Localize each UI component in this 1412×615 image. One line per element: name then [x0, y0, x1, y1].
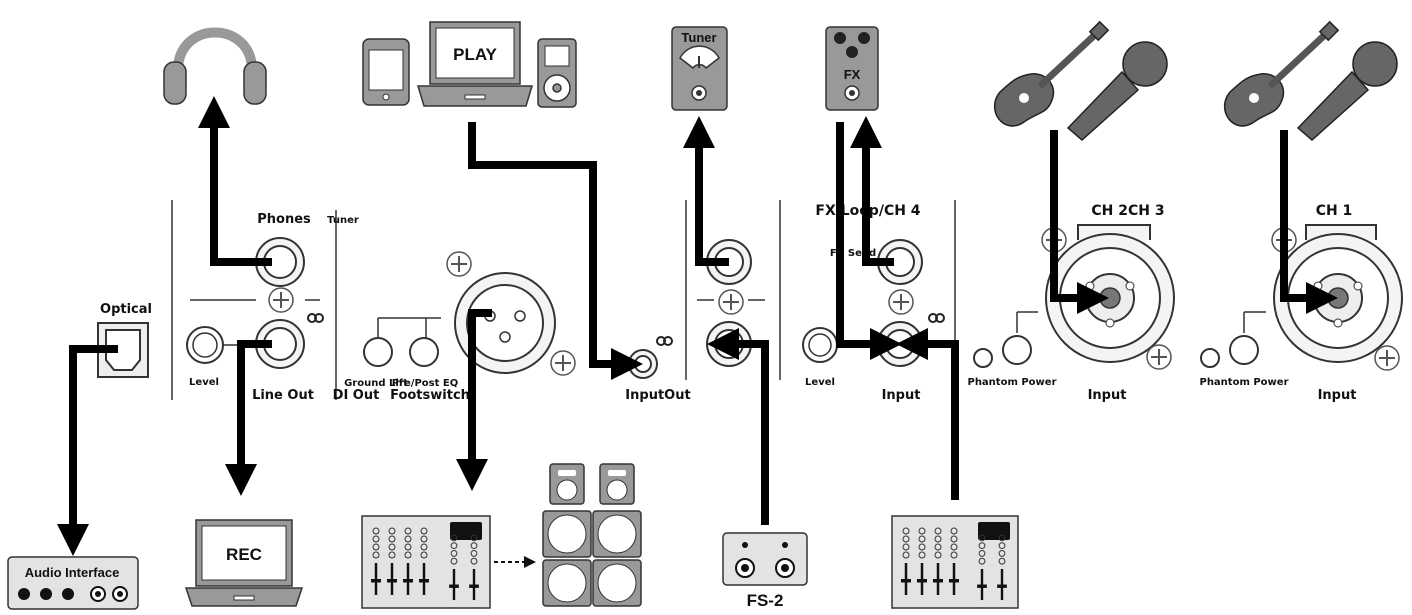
- panel-screw-2: [446, 251, 472, 277]
- headphones-icon: [163, 27, 267, 105]
- cable-phones-to-headphones: [198, 96, 272, 266]
- input-out-jack: [628, 349, 658, 379]
- optical-label: Optical: [100, 302, 152, 317]
- ground-lift-switch: [363, 317, 441, 367]
- cable-tuner-out-to-pedal: [683, 116, 729, 266]
- speaker-stack-icon-1: [542, 463, 592, 607]
- link-icon-2: [656, 336, 673, 346]
- audio-interface-device: [7, 556, 139, 610]
- ch23-input-label: Input: [1088, 388, 1127, 403]
- cable-optical-to-interface: [57, 345, 118, 556]
- panel-screw-9: [1374, 345, 1400, 371]
- line-out-jack: [255, 319, 305, 369]
- panel-screw-7: [1146, 344, 1172, 370]
- cable-fs2-to-footswitch-jack: [707, 328, 769, 525]
- optical-jack: [97, 322, 149, 378]
- cable-fxsend-to-pedal: [850, 116, 894, 266]
- level-knob-right: [802, 327, 838, 363]
- laptop-rec-icon: [184, 519, 304, 607]
- acoustic-guitar-icon-a: [993, 20, 1110, 127]
- mp3-player-icon: [537, 38, 577, 108]
- play-label: PLAY: [453, 45, 497, 64]
- ch2ch3-label: CH 2CH 3: [1091, 203, 1164, 219]
- cable-mixer-to-ch4-input: [896, 328, 959, 500]
- di-out-label: DI Out: [333, 388, 380, 403]
- panel-screw-1: [268, 287, 294, 313]
- level-right-label: Level: [805, 377, 835, 388]
- dashed-arrow-icon: [494, 556, 536, 568]
- xlr-di-out: [454, 272, 556, 374]
- tuner-pedal-label: Tuner: [681, 30, 716, 45]
- link-icon-3: [928, 313, 945, 323]
- fx-send-label: FX Send: [830, 248, 876, 259]
- level-left-label: Level: [189, 377, 219, 388]
- speaker-stack-icon-2: [592, 463, 642, 607]
- phones-label: Phones: [257, 212, 311, 227]
- laptop-play-icon: [416, 21, 534, 107]
- footswitch-label: Footswitch: [390, 388, 470, 403]
- acoustic-guitar-icon-b: [1223, 20, 1340, 127]
- mixer-icon-right: [891, 515, 1019, 609]
- phantom-power-a-label: Phantom Power: [967, 377, 1056, 388]
- mixer-icon-left: [361, 515, 491, 609]
- phantom-power-b-label: Phantom Power: [1199, 377, 1288, 388]
- panel-dividers: [171, 200, 956, 400]
- cable-guitar-mic-to-ch23: [1050, 130, 1109, 314]
- fs2-label: FS-2: [747, 591, 784, 610]
- microphone-icon-a: [1066, 41, 1168, 141]
- microphone-icon-b: [1296, 41, 1398, 141]
- tuner-jack-label: Tuner: [327, 215, 359, 226]
- link-icon-1: [307, 313, 324, 323]
- cable-pedal-to-ch4-input: [836, 122, 902, 360]
- tuner-pedal-icon: [671, 26, 728, 111]
- audio-interface-label: Audio Interface: [25, 565, 120, 580]
- fx-pedal-icon: [825, 26, 879, 111]
- line-out-label: Line Out: [252, 388, 314, 403]
- panel-screw-3: [550, 350, 576, 376]
- fx-pedal-label: FX: [844, 67, 861, 82]
- ch1-label: CH 1: [1316, 203, 1353, 219]
- panel-screw-4: [718, 289, 744, 315]
- panel-screw-5: [888, 289, 914, 315]
- phones-jack: [255, 237, 305, 287]
- input-out-label: InputOut: [625, 388, 690, 403]
- cable-diout-to-mixer: [456, 309, 492, 491]
- ch4-input-label: Input: [882, 388, 921, 403]
- ch1-input-label: Input: [1318, 388, 1357, 403]
- cable-lineout-to-rec: [225, 340, 272, 496]
- signal-cables: [57, 96, 1338, 556]
- cable-play-to-input: [468, 122, 643, 380]
- phantom-power-switch-a: [973, 311, 1038, 368]
- rec-label: REC: [226, 545, 262, 564]
- pre-post-eq-label: Pre/Post EQ: [392, 378, 458, 389]
- fs2-footswitch-device: [722, 532, 808, 586]
- ground-lift-label: Ground Lift: [344, 378, 408, 389]
- cable-guitar-mic-to-ch1: [1280, 130, 1338, 314]
- phone-icon: [362, 38, 410, 106]
- phantom-power-switch-b: [1200, 311, 1266, 368]
